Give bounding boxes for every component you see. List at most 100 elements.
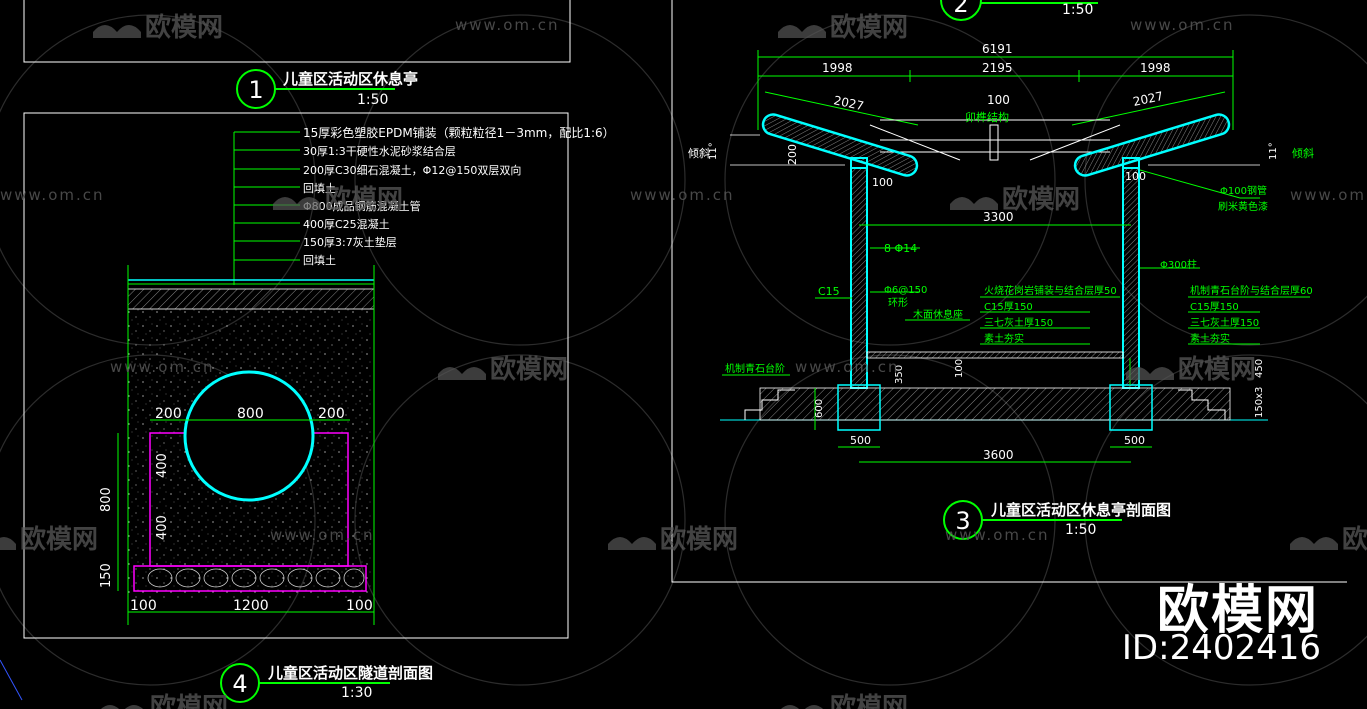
pavilion-dim-mid: 2195 [982, 61, 1013, 75]
drawing3-number: 3 [955, 507, 970, 535]
tunnel-dim-h400a: 400 [155, 453, 170, 478]
drawing1-scale: 1:50 [357, 92, 388, 108]
tunnel-layer-label: 150厚3:7灰土垫层 [303, 235, 397, 249]
pavilion-dim-col-left: 100 [872, 176, 893, 189]
watermark-brand: 欧模网 [145, 12, 223, 43]
watermark-site: www.om.cn [0, 186, 105, 204]
pavilion-dim-right: 1998 [1140, 61, 1171, 75]
pavilion-label-roof-struct: 卯榫结构 [965, 110, 1009, 124]
pavilion-label-c15: C15 [818, 285, 840, 298]
pavilion-label-step: 机制青石台阶 [725, 362, 785, 375]
tunnel-layer-label: 回填土 [303, 253, 336, 267]
drawing2-number: 2 [953, 0, 968, 18]
pavilion-layer-right: 三七灰土厚150 [1190, 316, 1259, 329]
watermark-tile: 欧模网 [273, 184, 403, 215]
tunnel-dim-side-right: 200 [318, 406, 345, 422]
pavilion-layer-left: C15厚150 [984, 301, 1033, 313]
pavilion-label-angle-right: 11° [1268, 142, 1279, 160]
watermark-brand: 欧模网 [1342, 524, 1367, 555]
watermark-tile: 欧模网 [778, 12, 908, 43]
drawing3-pavilion-section: 6191 1998 2195 1998 2027 2027 100 卯榫结构 倾… [688, 42, 1314, 540]
watermark-brand: 欧模网 [490, 354, 568, 385]
watermark-brand: 欧模网 [660, 524, 738, 555]
watermark-tile: 欧模网 [438, 354, 568, 385]
watermark-brand-large: 欧模网 [1156, 581, 1319, 641]
pavilion-dim-h100: 100 [954, 359, 965, 378]
pavilion-dim-step: 150x3 [1254, 387, 1265, 418]
pavilion-dim-roof-left: 2027 [832, 93, 865, 113]
drawing2-scale: 1:50 [1062, 2, 1093, 18]
watermark-brand: 欧模网 [1002, 184, 1080, 215]
watermark-brand: 欧模网 [150, 692, 228, 709]
pavilion-label-stirrup: Φ6@150 [884, 285, 927, 296]
pavilion-dim-foot-right: 500 [1124, 434, 1145, 447]
pavilion-dim-h450: 450 [1254, 359, 1265, 378]
pavilion-dim-roof-right: 2027 [1132, 89, 1165, 109]
watermark-brand: 欧模网 [1178, 354, 1256, 385]
watermark-tile: 欧模网 [0, 524, 98, 555]
watermark-tile: 欧模网 [100, 692, 228, 709]
watermark-site: www.om.cn [795, 358, 900, 376]
tunnel-layer-label: 30厚1:3干硬性水泥砂浆结合层 [303, 144, 456, 158]
drawing4-scale: 1:30 [341, 685, 372, 701]
tunnel-dim-h150: 150 [99, 563, 114, 588]
tunnel-dim-h400b: 400 [155, 515, 170, 540]
pavilion-dim-col-right: 100 [1125, 170, 1146, 183]
watermark-brand: 欧模网 [830, 692, 908, 709]
watermark-site: www.om.cn [455, 16, 560, 34]
tunnel-layer-label: Φ800成品钢筋混凝土管 [303, 199, 421, 213]
pavilion-label-pitch-left: 倾斜 [688, 147, 710, 160]
pavilion-dim-base-gap: 3600 [983, 448, 1014, 462]
tunnel-dim-w100-left: 100 [130, 598, 157, 614]
pavilion-dim-col-gap: 3300 [983, 210, 1014, 224]
watermark-tile: 欧模网 [608, 524, 738, 555]
tunnel-layer-label: 15厚彩色塑胶EPDM铺装（颗粒粒径1－3mm，配比1:6） [303, 125, 615, 140]
watermark-tile: 欧模网 [780, 692, 908, 709]
watermark-site: www.om.cn [110, 358, 215, 376]
pavilion-dim-h600: 600 [814, 399, 825, 418]
pavilion-label-pitch-right: 倾斜 [1292, 147, 1314, 160]
watermark-tile: 欧模网 [1290, 524, 1367, 555]
drawing3-scale: 1:50 [1065, 522, 1096, 538]
watermark-tile: 欧模网 [93, 12, 223, 43]
pavilion-dim-left: 1998 [822, 61, 853, 75]
pavilion-layer-right: 机制青石台阶与结合层厚60 [1190, 284, 1313, 297]
pavilion-dim-foot-left: 500 [850, 434, 871, 447]
watermark-tile: 欧模网 [1126, 354, 1256, 385]
pavilion-label-pipe: Φ100钢管 [1220, 184, 1267, 197]
pavilion-label-pipe-paint: 刷米黄色漆 [1218, 200, 1268, 213]
drawing4-number: 4 [232, 670, 247, 698]
pavilion-layer-right: C15厚150 [1190, 301, 1239, 313]
tunnel-dim-w1200: 1200 [233, 598, 269, 614]
pavilion-layer-right: 素土夯实 [1190, 332, 1230, 345]
tunnel-dim-w100-right: 100 [346, 598, 373, 614]
pavilion-label-column: Φ300柱 [1160, 258, 1197, 271]
tunnel-layer-label: 回填土 [303, 181, 336, 195]
drawing2-title-block: 2 1:50 [940, 0, 1098, 21]
watermark-site: www.om.cn [1130, 16, 1235, 34]
watermark-site: www.om.cn [945, 526, 1050, 544]
drawing4-title: 儿童区活动区隧道剖面图 [267, 664, 433, 682]
watermark-brand: 欧模网 [325, 184, 403, 215]
drawing1-number: 1 [248, 76, 263, 104]
pavilion-layer-left: 素土夯实 [984, 332, 1024, 345]
tunnel-dim-h800: 800 [99, 487, 114, 512]
watermark-site: www.om.cn [270, 526, 375, 544]
pavilion-dim-center: 100 [987, 93, 1010, 107]
pavilion-label-bench: 木面休息座 [913, 308, 963, 321]
drawing3-title: 儿童区活动区休息亭剖面图 [990, 501, 1171, 519]
tunnel-layer-label: 400厚C25混凝土 [303, 217, 390, 231]
tunnel-layer-label: 200厚C30细石混凝土，Φ12@150双层双向 [303, 163, 521, 177]
watermark-site: www.om.cn [1290, 186, 1367, 204]
pavilion-layer-left: 火烧花岗岩铺装与结合层厚50 [984, 284, 1117, 297]
pavilion-label-ring: 环形 [888, 297, 908, 309]
pavilion-dim-h200: 200 [786, 144, 799, 165]
watermark-id: ID:2402416 [1121, 628, 1321, 668]
sheet-frames [23, 0, 1347, 639]
drawing1-title-block: 1 儿童区活动区休息亭 1:50 [236, 69, 418, 109]
drawing1-title: 儿童区活动区休息亭 [282, 70, 418, 88]
pavilion-dim-h350: 350 [894, 365, 905, 384]
pavilion-label-angle-left: 11° [708, 142, 719, 160]
